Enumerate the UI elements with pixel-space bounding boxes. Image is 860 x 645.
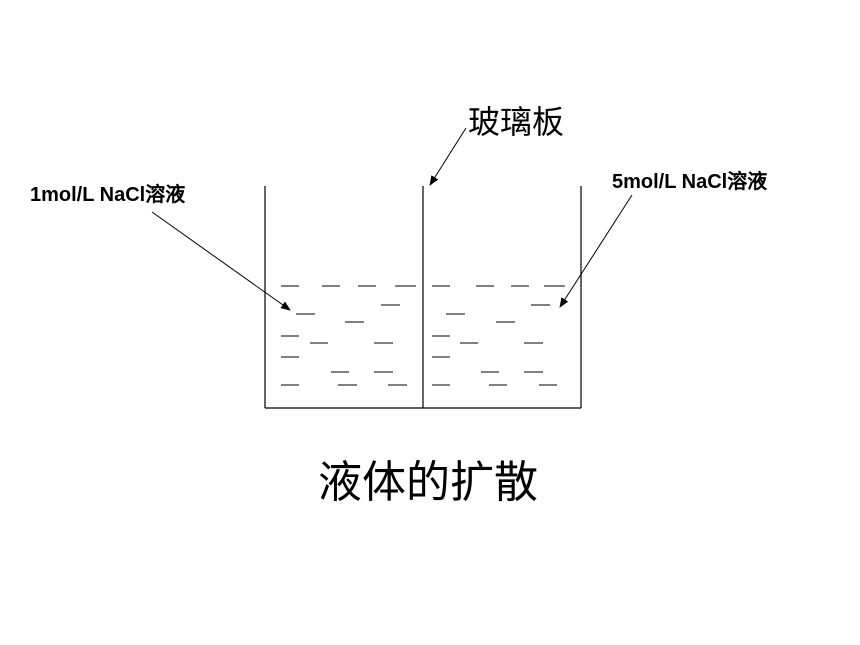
arrow-glass-plate [429, 127, 467, 186]
diagram-caption: 液体的扩散 [318, 457, 538, 508]
glass-plate-label: 玻璃板 [468, 103, 565, 141]
left-solution-label: 1mol/L NaCl溶液 [30, 184, 186, 206]
liquid-surface-dashes [281, 285, 565, 386]
right-solution-label: 5mol/L NaCl溶液 [612, 171, 768, 193]
arrow-left-solution [151, 211, 291, 311]
arrow-right-solution [559, 194, 633, 308]
